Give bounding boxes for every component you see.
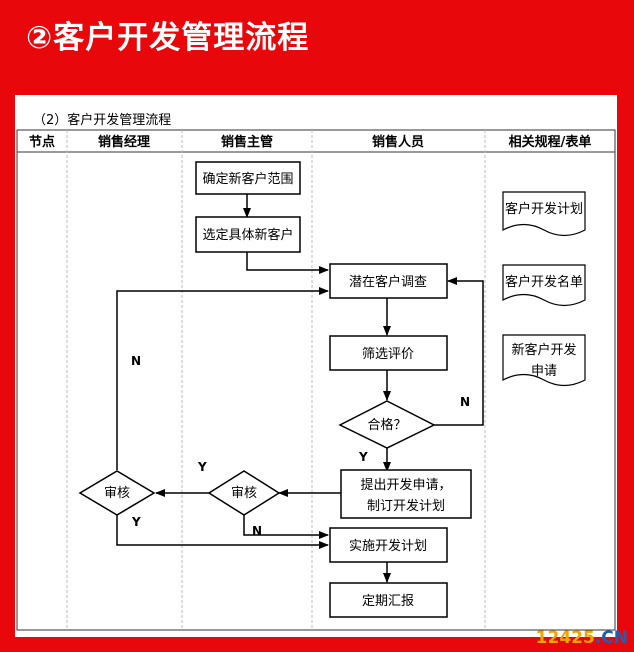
decision-supervisor-review-label: 审核 xyxy=(231,486,257,501)
document-new-customer-application-line1: 新客户开发 xyxy=(511,342,576,358)
connectors xyxy=(116,194,484,583)
step-screen-evaluate: 筛选评价 xyxy=(329,335,448,371)
document-new-customer-application-line2: 申请 xyxy=(531,364,557,379)
step-prospect-survey: 潜在客户调查 xyxy=(329,263,448,299)
label-y-manager: Y xyxy=(131,515,141,529)
document-customer-dev-list-label: 客户开发名单 xyxy=(505,274,583,290)
decision-manager-review: 审核 xyxy=(78,470,156,516)
document-customer-dev-plan-label: 客户开发计划 xyxy=(505,201,583,217)
step-periodic-report-label: 定期汇报 xyxy=(362,594,414,609)
diagram-caption: （2）客户开发管理流程 xyxy=(33,112,171,128)
document-new-customer-application: 新客户开发 申请 xyxy=(502,334,586,387)
document-customer-dev-list: 客户开发名单 xyxy=(502,264,586,307)
title-banner: ②客户开发管理流程 xyxy=(0,0,634,72)
label-n-left: N xyxy=(131,354,141,368)
step-select-customer-label: 选定具体新客户 xyxy=(202,227,293,243)
step-implement-plan-label: 实施开发计划 xyxy=(349,538,427,554)
step-define-scope-label: 确定新客户范围 xyxy=(202,171,293,187)
flowchart-panel: （2）客户开发管理流程 节点 销售经理 销售主管 销售人员 相关规程/表单 确定… xyxy=(15,95,617,637)
step-prospect-survey-label: 潜在客户调查 xyxy=(349,274,427,290)
site-watermark: 12425.CN xyxy=(536,628,628,648)
step-submit-application: 提出开发申请， 制订开发计划 xyxy=(340,469,472,519)
swimlane-frame xyxy=(16,129,616,631)
header-sales-manager: 销售经理 xyxy=(98,134,150,150)
label-n-supervisor: N xyxy=(252,524,262,538)
header-node: 节点 xyxy=(29,134,55,150)
label-n-right: N xyxy=(460,395,470,409)
label-y-supervisor: Y xyxy=(197,460,207,474)
header-documents: 相关规程/表单 xyxy=(509,134,592,150)
step-submit-application-line1: 提出开发申请， xyxy=(360,477,451,493)
document-customer-dev-plan: 客户开发计划 xyxy=(502,191,586,237)
step-select-customer: 选定具体新客户 xyxy=(195,216,301,253)
decision-manager-review-label: 审核 xyxy=(104,486,130,501)
step-submit-application-line2: 制订开发计划 xyxy=(367,498,445,514)
step-periodic-report: 定期汇报 xyxy=(329,582,448,618)
step-screen-evaluate-label: 筛选评价 xyxy=(362,347,414,362)
decision-supervisor-review: 审核 xyxy=(207,470,281,516)
watermark-tld: .CN xyxy=(594,628,628,648)
header-sales-supervisor: 销售主管 xyxy=(221,134,273,150)
header-salesperson: 销售人员 xyxy=(372,134,424,150)
decision-qualified-label: 合格？ xyxy=(367,417,406,433)
label-y-qualified: Y xyxy=(358,450,368,464)
page-title: ②客户开发管理流程 xyxy=(26,20,310,56)
watermark-main: 12425 xyxy=(535,628,595,648)
decision-qualified: 合格？ xyxy=(338,400,436,449)
flowchart: （2）客户开发管理流程 节点 销售经理 销售主管 销售人员 相关规程/表单 确定… xyxy=(16,112,616,631)
step-define-scope: 确定新客户范围 xyxy=(195,161,301,195)
step-implement-plan: 实施开发计划 xyxy=(329,527,448,563)
